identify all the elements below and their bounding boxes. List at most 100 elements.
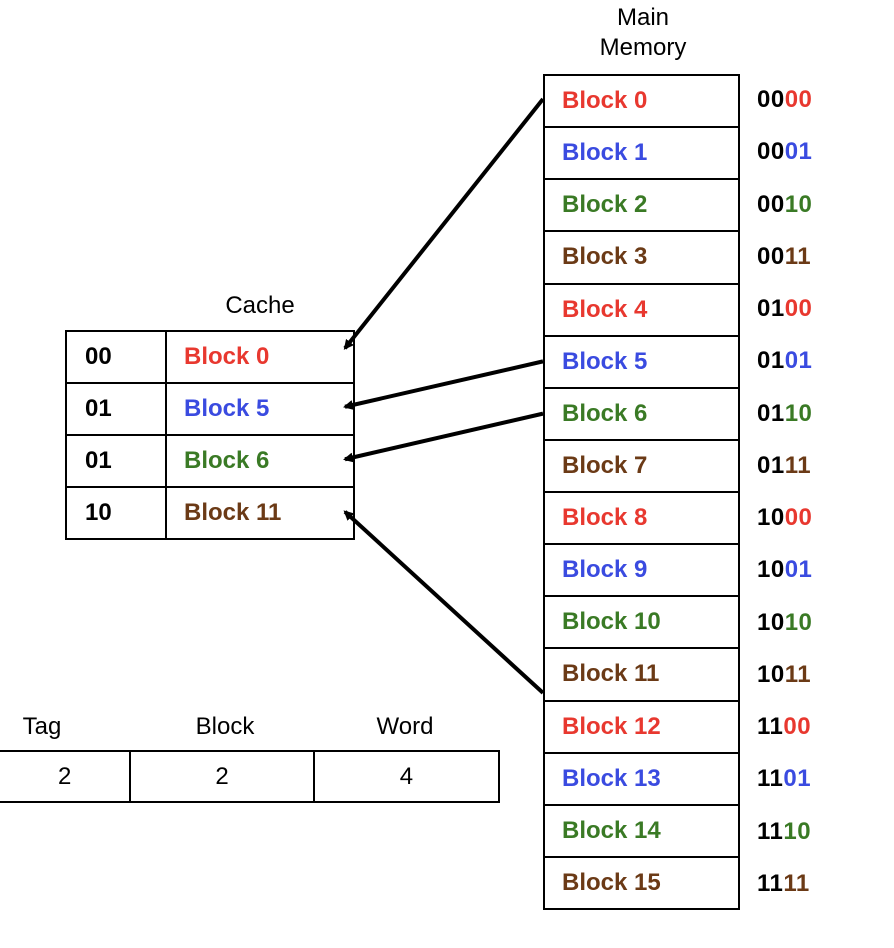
- address-field-bits: 2: [131, 752, 315, 801]
- memory-block-label: Block 11: [562, 660, 660, 688]
- address-block-bits: 01: [783, 765, 812, 793]
- memory-block-row: Block 5: [545, 337, 738, 389]
- address-block-bits: 00: [784, 295, 813, 323]
- memory-block-row: Block 15: [545, 858, 738, 908]
- memory-block-label: Block 3: [562, 243, 648, 271]
- memory-block-label: Block 7: [562, 451, 648, 479]
- memory-block-label: Block 9: [562, 556, 648, 584]
- address-tag-bits: 00: [757, 86, 785, 114]
- address-block-bits: 00: [784, 504, 813, 532]
- main-memory-title: Main Memory: [573, 3, 713, 63]
- memory-block-row: Block 7: [545, 441, 738, 493]
- address-tag-bits: 01: [757, 451, 785, 479]
- memory-block-label: Block 0: [562, 87, 648, 115]
- memory-block-label: Block 5: [562, 347, 648, 375]
- memory-block-row: Block 10: [545, 597, 738, 650]
- address-block-bits: 01: [784, 347, 813, 375]
- memory-block-row: Block 11: [545, 649, 738, 702]
- address-block-bits: 10: [784, 608, 813, 636]
- memory-block-label: Block 8: [562, 504, 648, 532]
- memory-block-row: Block 9: [545, 545, 738, 598]
- main-memory-title-line2: Memory: [599, 34, 687, 61]
- address-block-bits: 10: [784, 399, 813, 427]
- address-tag-bits: 11: [757, 765, 784, 793]
- address-field-bits: 4: [399, 762, 414, 790]
- address-tag-bits: 11: [757, 817, 784, 845]
- cache-line-block: Block 6: [184, 447, 270, 474]
- address-tag-bits: 00: [757, 190, 785, 218]
- address-tag-bits: 01: [757, 295, 785, 323]
- memory-block-row: Block 2: [545, 180, 738, 233]
- memory-block-row: Block 6: [545, 389, 738, 441]
- memory-block-row: Block 12: [545, 702, 738, 754]
- address-field-bits: 2: [0, 752, 132, 801]
- memory-block-label: Block 12: [562, 712, 661, 740]
- cache-line-index: 00: [67, 332, 167, 382]
- address-block-bits: 01: [784, 556, 813, 584]
- cache-line-index: 01: [67, 384, 167, 434]
- cache-line-block: Block 5: [184, 395, 270, 422]
- address-field-name: Block: [195, 713, 255, 740]
- address-tag-bits: 11: [757, 713, 784, 741]
- memory-block-label: Block 14: [562, 816, 661, 844]
- cache-title: Cache: [225, 292, 295, 319]
- main-memory-table: Block 0 Block 1 Block 2 Block 3 Block 4 Block…: [543, 74, 740, 910]
- address-block-bits: 10: [784, 190, 813, 218]
- address-block-bits: 11: [784, 242, 812, 270]
- cache-line-row: 00 Block 0: [67, 332, 353, 384]
- address-tag-bits: 01: [757, 347, 785, 375]
- address-tag-bits: 11: [757, 869, 784, 897]
- address-tag-bits: 00: [757, 242, 785, 270]
- mapping-arrow: [343, 97, 545, 350]
- main-memory-title-line1: Main: [616, 4, 670, 31]
- address-tag-bits: 10: [757, 660, 785, 688]
- address-block-bits: 00: [784, 86, 813, 114]
- memory-block-row: Block 4: [545, 285, 738, 337]
- address-block-bits: 10: [783, 817, 812, 845]
- address-block-bits: 01: [784, 138, 813, 166]
- memory-block-label: Block 6: [562, 399, 648, 427]
- memory-block-label: Block 13: [562, 764, 661, 792]
- memory-block-label: Block 10: [562, 608, 661, 636]
- memory-block-row: Block 0: [545, 76, 738, 129]
- memory-block-label: Block 4: [562, 295, 648, 323]
- address-block-bits: 11: [784, 660, 812, 688]
- address-tag-bits: 01: [757, 399, 785, 427]
- memory-block-row: Block 8: [545, 493, 738, 546]
- memory-block-row: Block 3: [545, 232, 738, 285]
- memory-block-label: Block 15: [562, 868, 661, 896]
- address-tag-bits: 10: [757, 608, 785, 636]
- address-format-headers: Tag Block Word: [0, 710, 500, 744]
- mapping-arrow: [343, 411, 544, 463]
- cache-line-row: 01 Block 5: [67, 384, 353, 436]
- address-field-name: Tag: [22, 713, 62, 740]
- cache-line-block: Block 0: [184, 343, 270, 370]
- address-block-bits: 00: [783, 713, 812, 741]
- cache-line-block: Block 11: [184, 499, 282, 526]
- address-field-name: Word: [376, 713, 434, 740]
- memory-block-row: Block 1: [545, 128, 738, 181]
- mapping-arrow: [343, 359, 544, 410]
- mapping-arrow: [343, 510, 545, 695]
- memory-block-label: Block 1: [562, 139, 648, 167]
- cache-line-index: 01: [67, 436, 167, 486]
- address-tag-bits: 10: [757, 504, 785, 532]
